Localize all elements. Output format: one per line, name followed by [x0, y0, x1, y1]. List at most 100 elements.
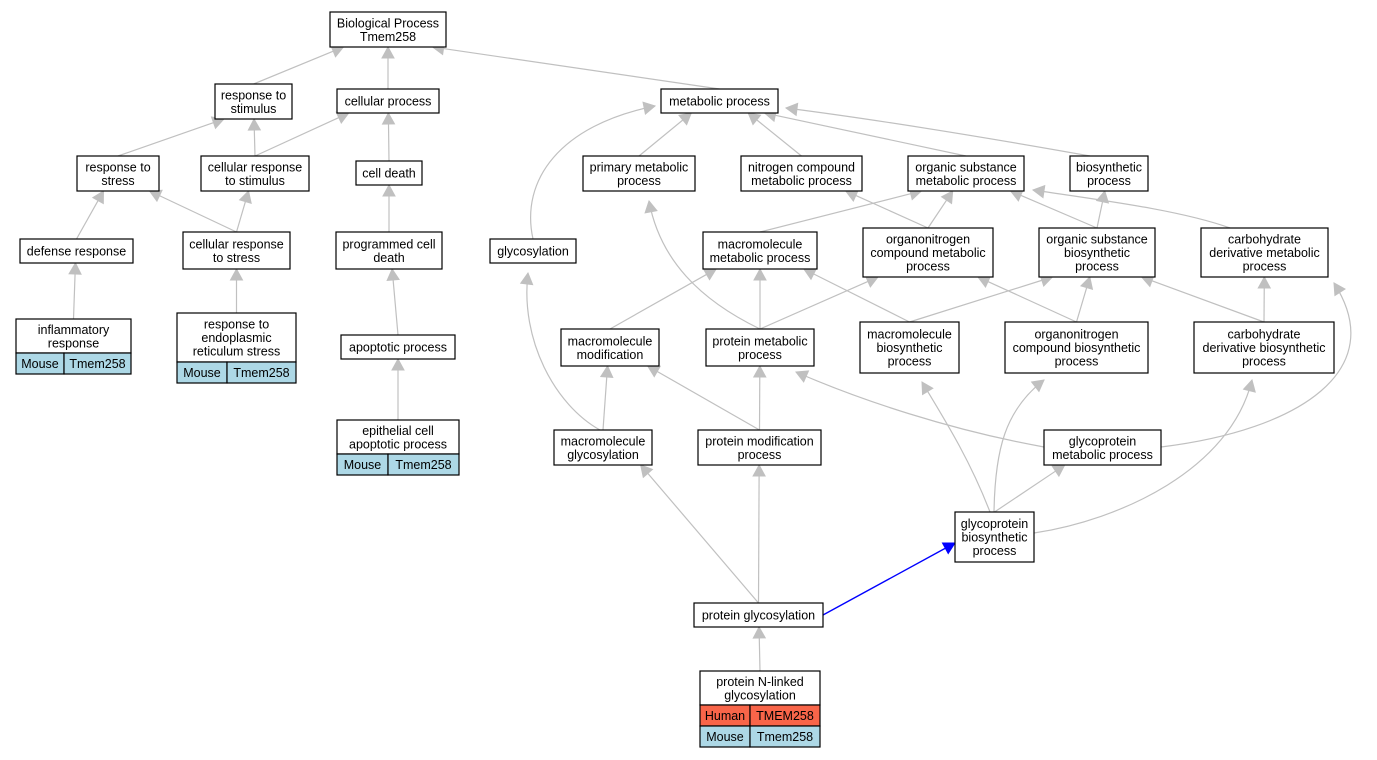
term-label-line: response to [221, 88, 286, 102]
term-box [340, 334, 456, 360]
term-label-line: programmed cell [342, 237, 435, 251]
go-term-node-dr[interactable]: defense response [19, 238, 134, 264]
arrowhead [381, 45, 395, 59]
edge-glyc-to-mp [530, 101, 657, 240]
arrowhead [391, 357, 405, 371]
go-term-node-glyc[interactable]: glycosylation [489, 238, 577, 264]
edge-mglyc-to-mmod [599, 364, 614, 431]
arrowhead [702, 268, 718, 281]
edge-line [442, 47, 720, 90]
arrowhead [752, 463, 766, 477]
term-label-line: process [738, 448, 782, 462]
arrowhead [1031, 184, 1046, 199]
term-box [693, 602, 824, 628]
arrowhead [678, 112, 693, 126]
edge-line [909, 279, 1044, 323]
term-box [740, 155, 863, 192]
term-box [336, 88, 440, 114]
go-term-node-pglyc[interactable]: protein glycosylation [693, 602, 824, 628]
arrowhead [381, 111, 396, 125]
edge-gbp-to-oncbp [993, 379, 1045, 513]
edge-line [1033, 379, 1253, 534]
edge-line [822, 547, 947, 616]
term-label-line: organic substance [1046, 233, 1148, 247]
term-label-line: cell death [362, 167, 416, 181]
edge-line [609, 273, 708, 330]
term-box [1043, 429, 1162, 466]
term-label-line: process [1242, 355, 1286, 369]
go-term-node-cd[interactable]: cell death [355, 160, 423, 186]
term-box [697, 429, 822, 466]
edge-line [646, 472, 759, 604]
edge-line [1096, 200, 1104, 229]
go-term-node-cp[interactable]: cellular process [336, 88, 440, 114]
species-label: Mouse [183, 366, 221, 380]
edge-line [785, 107, 1091, 157]
term-label-line: response [48, 336, 99, 350]
term-label-line: metabolic process [751, 174, 852, 188]
go-term-node-mp[interactable]: metabolic process [660, 88, 779, 114]
term-label-line: epithelial cell [362, 424, 434, 438]
term-box [182, 231, 291, 270]
term-label-line: macromolecule [867, 328, 952, 342]
edge-cdmp-to-osmp [1031, 184, 1231, 229]
edge-line [602, 375, 608, 431]
edge-cdbp-to-osbp [1140, 274, 1265, 323]
term-label-line: process [888, 355, 932, 369]
edge-line [638, 118, 684, 157]
edge-pcd-to-cd [382, 183, 396, 232]
gene-label: Tmem258 [69, 357, 125, 371]
arrowhead [382, 183, 396, 197]
term-box [705, 328, 815, 367]
edge-pmp-to-mp [638, 112, 693, 157]
gene-label: Tmem258 [233, 366, 289, 380]
edge-line [392, 278, 399, 336]
arrowhead [646, 365, 662, 378]
edge-gbp-to-mbp [921, 381, 991, 513]
edge-line [656, 370, 760, 431]
edge-line [1032, 189, 1231, 229]
edge-mmod-to-mmp [609, 268, 718, 330]
edge-crtstress-to-crts [235, 189, 252, 233]
arrowhead [940, 190, 954, 205]
term-box [355, 160, 423, 186]
term-label-line: stimulus [231, 102, 277, 116]
term-label-line: Tmem258 [360, 30, 416, 44]
term-box [582, 155, 696, 192]
go-term-node-ap[interactable]: apoptotic process [340, 334, 456, 360]
edge-line [1150, 279, 1265, 323]
arrowhead [644, 199, 658, 214]
term-box [553, 429, 653, 466]
arrowhead [229, 267, 244, 281]
arrowhead [386, 267, 400, 282]
